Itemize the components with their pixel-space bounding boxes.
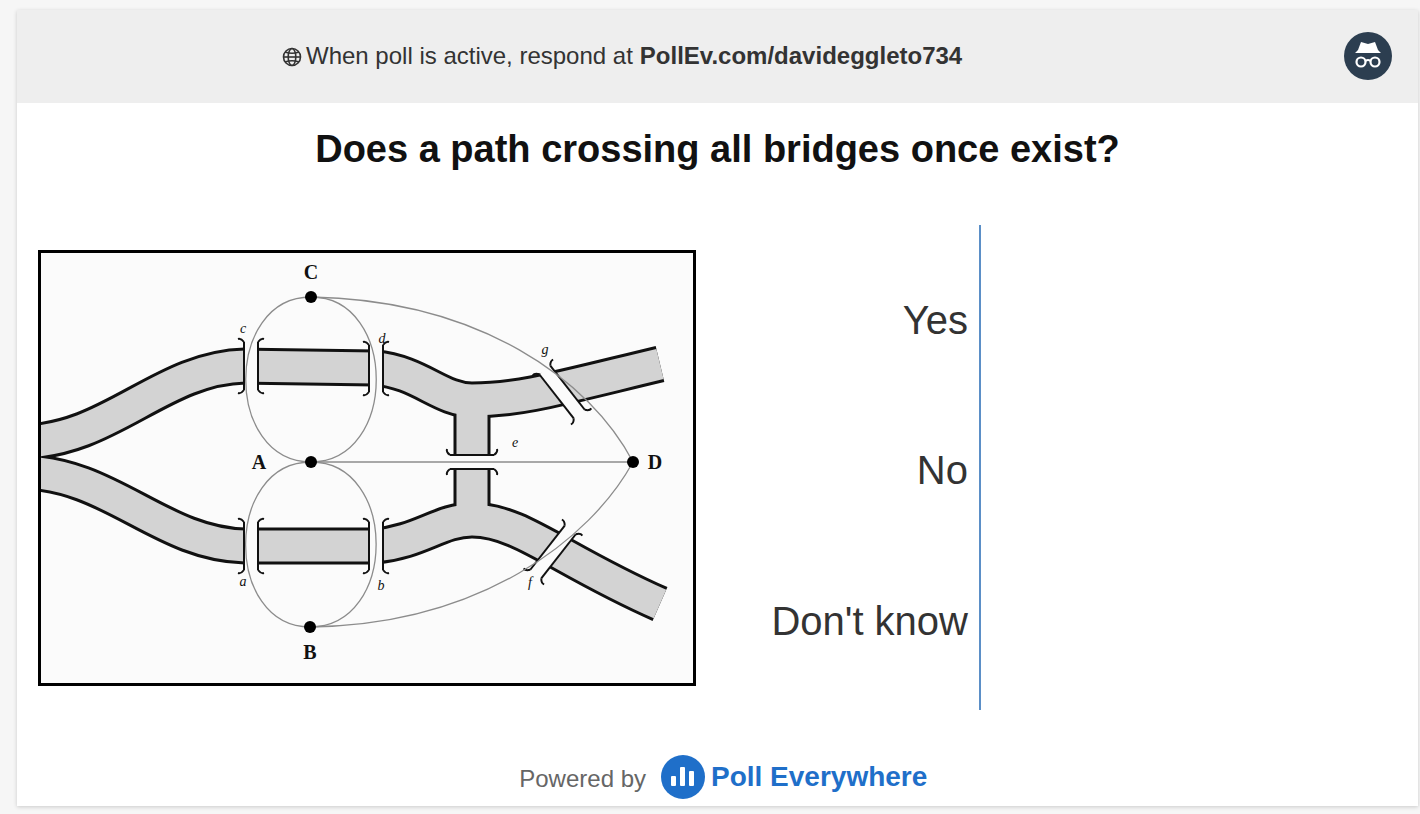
incognito-icon [1344, 32, 1392, 80]
poll-url: PollEv.com/davideggleto734 [640, 42, 962, 69]
poll-instruction: When poll is active, respond at PollEv.co… [306, 42, 962, 70]
bridge-label: d [379, 331, 386, 347]
brand-name: Poll Everywhere [711, 761, 927, 793]
vertex-label: B [303, 641, 316, 664]
vertex-dot [303, 620, 317, 634]
bridge-label: g [542, 342, 549, 358]
bridge-label: e [512, 435, 518, 451]
graph-edge [311, 297, 633, 462]
graph-edge [310, 462, 376, 627]
graph-vertex: D [626, 455, 640, 469]
bridge [524, 519, 583, 584]
poll-option: Yes [903, 298, 968, 343]
graph-edge [311, 461, 633, 462]
graph-vertex: A [304, 455, 318, 469]
axis-line [979, 225, 981, 710]
bridge-label: f [528, 575, 532, 591]
graph-edge [311, 297, 376, 462]
bridge-label: c [240, 321, 246, 337]
instruction-text: When poll is active, respond at [306, 42, 633, 69]
graph-edge [246, 462, 311, 627]
graph-edge [310, 462, 633, 627]
graph-vertex: C [304, 290, 318, 304]
bridge [533, 359, 592, 424]
globe-icon [284, 49, 301, 66]
bridge-label: b [378, 578, 385, 594]
footer-text: Powered by [519, 765, 646, 793]
figure-frame [40, 252, 695, 685]
vertex-label: A [252, 451, 266, 474]
graph-edge [246, 297, 311, 462]
river [41, 364, 660, 604]
poll-everywhere-logo [661, 755, 705, 799]
slide-title: Does a path crossing all bridges once ex… [17, 128, 1418, 171]
vertex-dot [626, 455, 640, 469]
vertex-label: C [304, 261, 318, 284]
poll-option: Don't know [771, 599, 968, 644]
vertex-label: D [648, 451, 662, 474]
vertex-dot [304, 290, 318, 304]
bridge [238, 339, 264, 393]
bridge [238, 519, 264, 573]
bridge-label: a [240, 574, 247, 590]
vertex-dot [304, 455, 318, 469]
poll-option: No [917, 448, 968, 493]
graph-vertex: B [303, 620, 317, 634]
